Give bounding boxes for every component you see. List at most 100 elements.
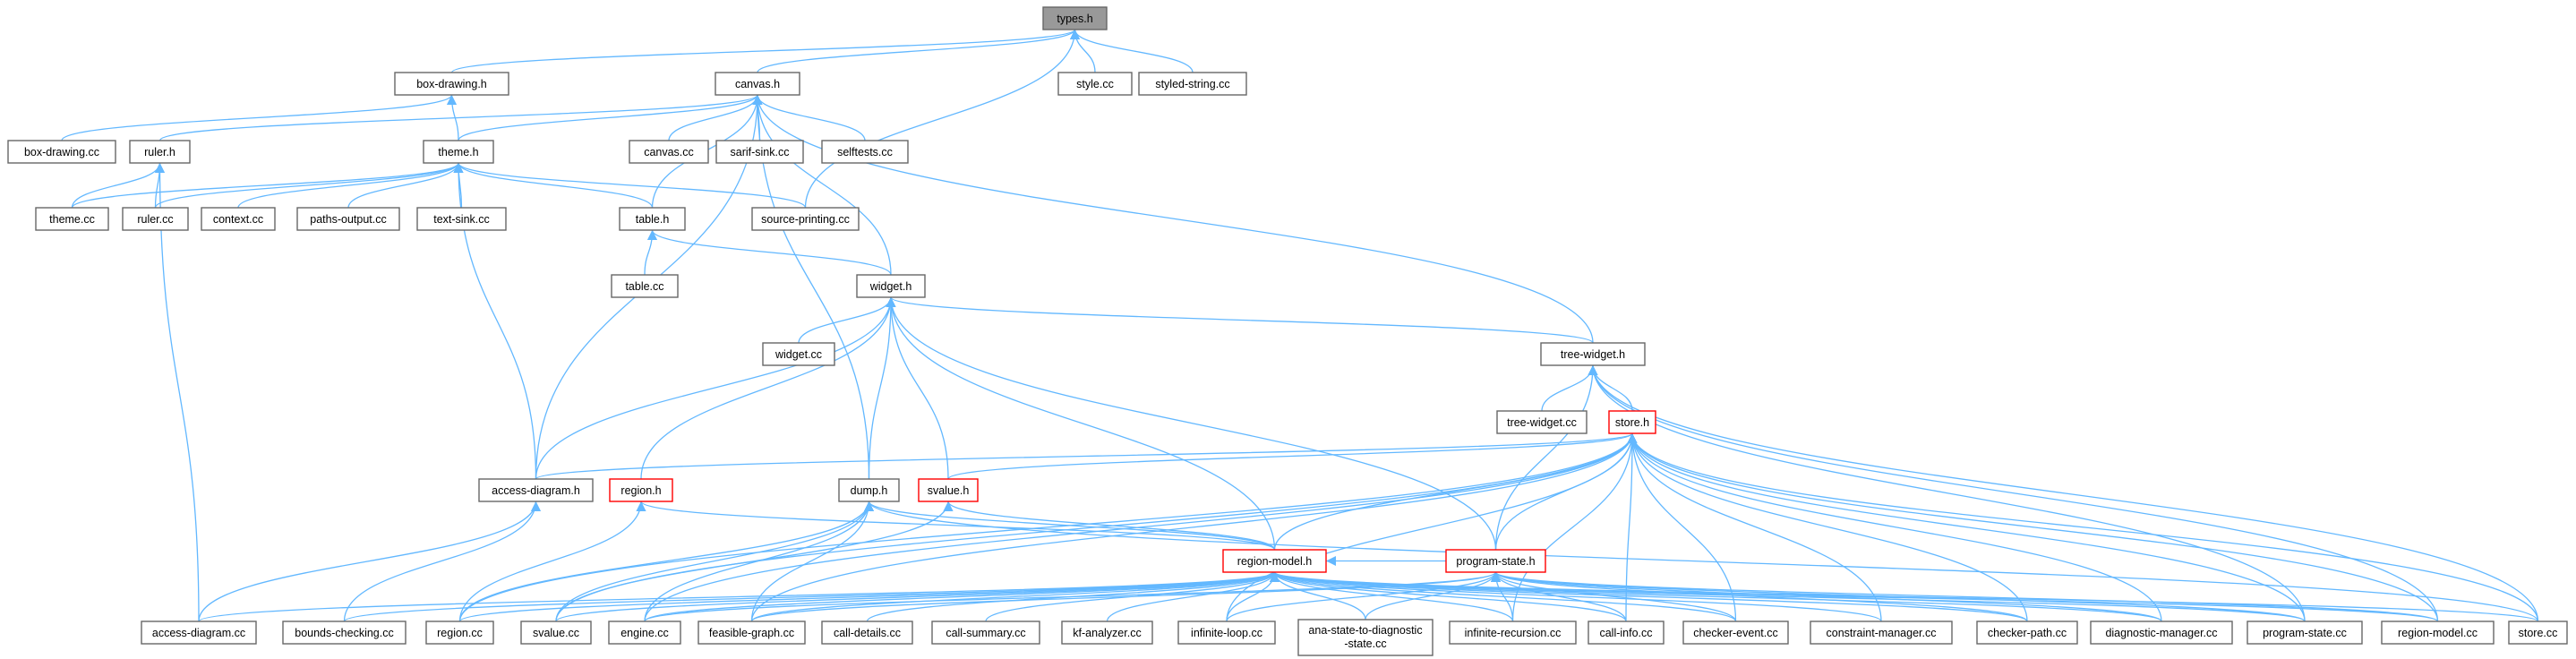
node-label: ruler.cc <box>137 213 173 226</box>
node-source-printing-cc[interactable]: source-printing.cc <box>751 207 860 231</box>
edge-program-state-cc-to-program-state-h <box>1491 571 2306 622</box>
node-types-h[interactable]: types.h <box>1042 6 1108 30</box>
node-label: sarif-sink.cc <box>731 146 790 158</box>
edge-feasible-graph-cc-to-region-model-h <box>750 571 1279 622</box>
node-region-h[interactable]: region.h <box>609 478 673 502</box>
edge-widget-h-to-table-h <box>647 229 892 276</box>
node-label: infinite-loop.cc <box>1191 627 1262 639</box>
node-feasible-graph-cc[interactable]: feasible-graph.cc <box>697 620 806 645</box>
node-engine-cc[interactable]: engine.cc <box>608 620 681 645</box>
node-label: region.cc <box>437 627 483 639</box>
node-box <box>129 140 191 164</box>
node-store-cc[interactable]: store.cc <box>2508 620 2568 645</box>
edge-style-cc-to-types-h <box>1070 29 1096 73</box>
node-tree-widget-cc[interactable]: tree-widget.cc <box>1496 410 1588 434</box>
node-label: bounds-checking.cc <box>295 627 393 639</box>
node-label: box-drawing.h <box>416 78 487 90</box>
node-theme-h[interactable]: theme.h <box>423 140 494 164</box>
node-call-info-cc[interactable]: call-info.cc <box>1588 620 1665 645</box>
node-label: region.h <box>620 484 661 497</box>
node-dump-h[interactable]: dump.h <box>838 478 900 502</box>
node-diagnostic-manager-cc[interactable]: diagnostic-manager.cc <box>2090 620 2233 645</box>
node-label: canvas.h <box>735 78 780 90</box>
edge-checker-path-cc-to-region-model-h <box>1270 571 2028 622</box>
node-program-state-cc[interactable]: program-state.cc <box>2247 620 2363 645</box>
node-ruler-h[interactable]: ruler.h <box>129 140 191 164</box>
node-table-cc[interactable]: table.cc <box>611 274 679 298</box>
node-label: access-diagram.cc <box>152 627 245 639</box>
node-label: feasible-graph.cc <box>709 627 794 639</box>
node-style-cc[interactable]: style.cc <box>1057 72 1133 96</box>
node-widget-h[interactable]: widget.h <box>856 274 926 298</box>
edge-program-state-cc-to-store-h <box>1627 432 2306 622</box>
edge-access-diagram-cc-to-region-model-h <box>198 571 1279 622</box>
edge-table-h-to-theme-h <box>453 162 654 209</box>
node-canvas-cc[interactable]: canvas.cc <box>629 140 709 164</box>
node-styled-string-cc[interactable]: styled-string.cc <box>1138 72 1247 96</box>
edge-feasible-graph-cc-to-program-state-h <box>750 571 1501 622</box>
node-ruler-cc[interactable]: ruler.cc <box>122 207 189 231</box>
node-ana-state-cc[interactable]: ana-state-to-diagnostic-state.cc <box>1297 619 1433 656</box>
node-paths-output-cc[interactable]: paths-output.cc <box>296 207 400 231</box>
edge-diagnostic-manager-cc-to-program-state-h <box>1491 571 2162 622</box>
node-region-model-cc[interactable]: region-model.cc <box>2381 620 2495 645</box>
node-theme-cc[interactable]: theme.cc <box>35 207 109 231</box>
edge-region-cc-to-store-h <box>458 432 1638 622</box>
node-checker-event-cc[interactable]: checker-event.cc <box>1682 620 1789 645</box>
node-checker-path-cc[interactable]: checker-path.cc <box>1976 620 2078 645</box>
edge-kf-analyzer-cc-to-region-model-h <box>1106 571 1279 622</box>
node-program-state-h[interactable]: program-state.h <box>1445 549 1546 573</box>
node-infinite-recursion-cc[interactable]: infinite-recursion.cc <box>1449 620 1577 645</box>
node-context-cc[interactable]: context.cc <box>201 207 276 231</box>
edge-svalue-h-to-widget-h <box>886 296 949 480</box>
node-svalue-h[interactable]: svalue.h <box>918 478 979 502</box>
edge-program-state-h-to-widget-h <box>886 296 1497 551</box>
edge-region-model-h-to-dump-h <box>864 501 1276 551</box>
edge-checker-event-cc-to-store-h <box>1627 432 1737 622</box>
node-sarif-sink-cc[interactable]: sarif-sink.cc <box>715 140 804 164</box>
node-bounds-checking-cc[interactable]: bounds-checking.cc <box>282 620 407 645</box>
node-access-diagram-h[interactable]: access-diagram.h <box>478 478 594 502</box>
edge-svalue-cc-to-dump-h <box>555 501 874 622</box>
node-box-drawing-h[interactable]: box-drawing.h <box>394 72 509 96</box>
edge-access-diagram-h-to-widget-h <box>535 296 896 480</box>
node-tree-widget-h[interactable]: tree-widget.h <box>1540 342 1646 366</box>
node-call-summary-cc[interactable]: call-summary.cc <box>931 620 1040 645</box>
node-store-h[interactable]: store.h <box>1608 410 1656 434</box>
edge-region-model-cc-to-program-state-h <box>1491 571 2439 622</box>
edge-tree-widget-h-to-widget-h <box>886 296 1594 344</box>
edge-region-cc-to-region-model-h <box>458 571 1279 622</box>
node-text-sink-cc[interactable]: text-sink.cc <box>416 207 507 231</box>
node-region-model-h[interactable]: region-model.h <box>1222 549 1327 573</box>
node-box <box>520 620 592 645</box>
edge-canvas-cc-to-canvas-h <box>668 94 763 141</box>
node-kf-analyzer-cc[interactable]: kf-analyzer.cc <box>1061 620 1153 645</box>
node-access-diagram-cc[interactable]: access-diagram.cc <box>141 620 257 645</box>
node-box <box>1138 72 1247 96</box>
node-table-h[interactable]: table.h <box>619 207 686 231</box>
node-box-drawing-cc[interactable]: box-drawing.cc <box>7 140 116 164</box>
node-region-cc[interactable]: region.cc <box>425 620 494 645</box>
node-box <box>1057 72 1133 96</box>
node-box <box>611 274 679 298</box>
node-widget-cc[interactable]: widget.cc <box>762 342 835 366</box>
node-canvas-h[interactable]: canvas.h <box>715 72 800 96</box>
node-label: access-diagram.h <box>492 484 580 497</box>
node-label: widget.h <box>869 280 912 293</box>
node-label: region-model.cc <box>2398 627 2478 639</box>
edge-engine-cc-to-program-state-h <box>644 571 1501 622</box>
edge-checker-event-cc-to-program-state-h <box>1491 571 1737 622</box>
edge-styled-string-cc-to-types-h <box>1070 29 1194 73</box>
node-svalue-cc[interactable]: svalue.cc <box>520 620 592 645</box>
edge-infinite-loop-cc-to-program-state-h <box>1226 571 1501 622</box>
node-box <box>296 207 400 231</box>
node-box <box>425 620 494 645</box>
node-selftests-cc[interactable]: selftests.cc <box>821 140 909 164</box>
node-constraint-manager-cc[interactable]: constraint-manager.cc <box>1810 620 1953 645</box>
node-infinite-loop-cc[interactable]: infinite-loop.cc <box>1177 620 1276 645</box>
node-label: checker-path.cc <box>1988 627 2067 639</box>
node-box <box>2508 620 2568 645</box>
edge-program-state-cc-to-tree-widget-h <box>1588 364 2306 622</box>
node-call-details-cc[interactable]: call-details.cc <box>821 620 913 645</box>
node-box <box>478 478 594 502</box>
